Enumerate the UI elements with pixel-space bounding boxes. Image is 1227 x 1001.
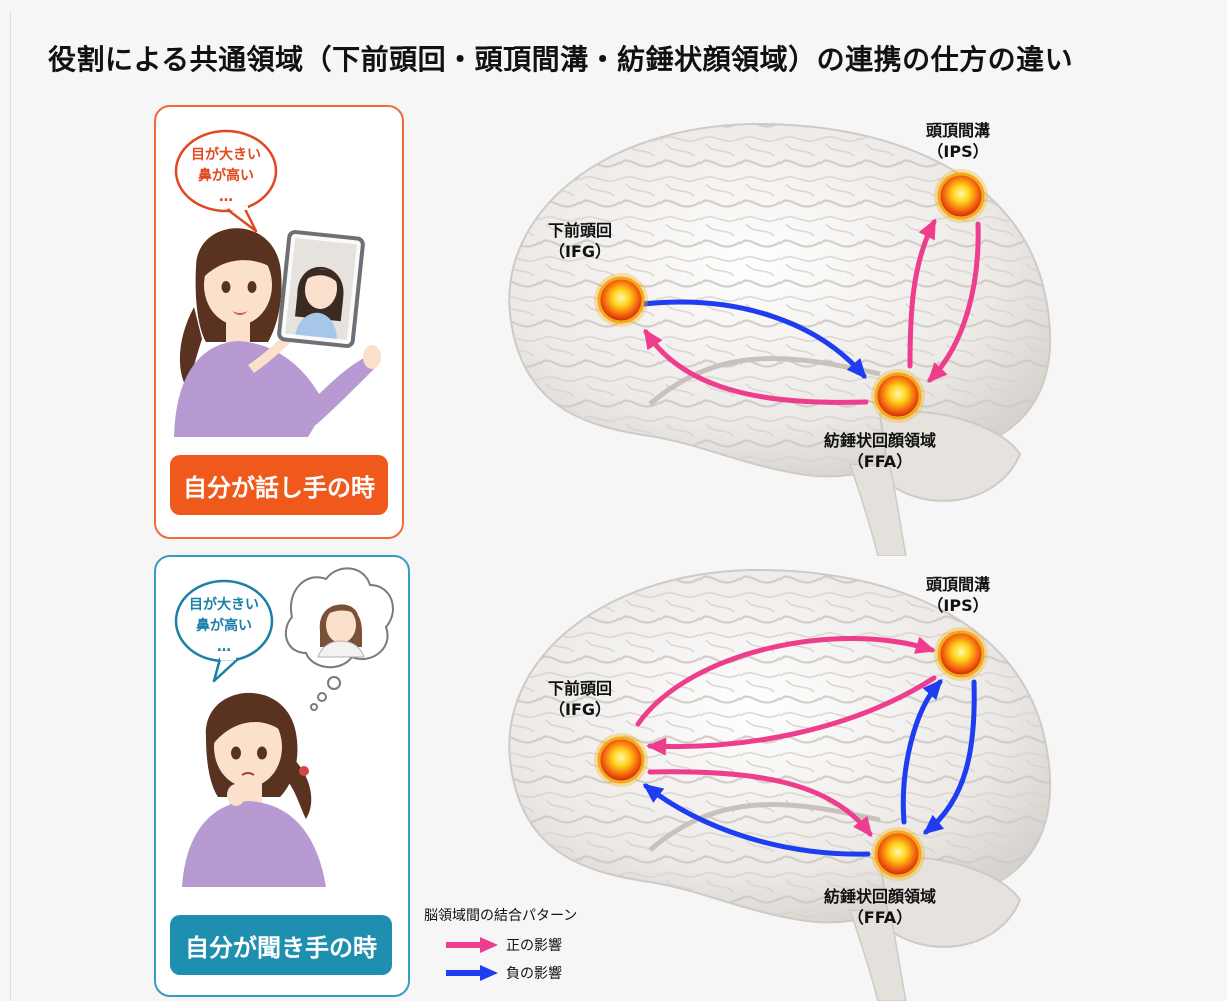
arrowhead-icon	[846, 358, 867, 380]
arrowhead-icon	[914, 636, 936, 654]
speech-bubble-icon	[174, 129, 278, 233]
listener-role-label: 自分が聞き手の時	[170, 915, 392, 975]
listener-bubble-text: 目が大きい 鼻が高い …	[176, 595, 272, 658]
face-photo-icon	[277, 230, 365, 348]
speaker-girl-icon	[174, 228, 381, 437]
legend-negative: 負の影響	[446, 963, 562, 983]
region-name: 紡錘状回顔領域	[823, 431, 936, 450]
page-title: 役割による共通領域（下前頭回・頭頂間溝・紡錘状顔領域）の連携の仕方の違い	[48, 43, 1074, 76]
listener-bubble-line: 鼻が高い	[196, 618, 252, 634]
legend-negative-label: 負の影響	[506, 966, 562, 982]
listener-brain-network: 下前頭回 （IFG） 頭頂間溝 （IPS） 紡錘状回顔領域 （FFA）	[460, 560, 1100, 1001]
speaker-brain-diagram	[508, 122, 1051, 556]
blue-arrow-icon	[446, 965, 498, 981]
region-abbr: （IPS）	[927, 142, 989, 161]
arrowhead-icon	[927, 362, 948, 383]
speaker-bubble-text: 目が大きい 鼻が高い …	[176, 145, 276, 208]
speaker-bubble-line: 目が大きい	[191, 147, 261, 163]
arrowhead-icon	[918, 218, 936, 241]
arrowhead-icon	[922, 678, 943, 700]
pink-arrow-icon	[446, 937, 498, 953]
region-name: 下前頭回	[547, 221, 612, 240]
ffa-label: 紡錘状回顔領域 （FFA）	[800, 886, 960, 928]
speaker-brain-network: 下前頭回 （IFG） 頭頂間溝 （IPS） 紡錘状回顔領域 （FFA）	[460, 104, 1100, 556]
arrowhead-icon	[642, 783, 665, 803]
arrowhead-icon	[853, 815, 873, 838]
listener-brain-diagram	[508, 568, 1051, 1001]
ips-node	[937, 172, 985, 220]
region-name: 頭頂間溝	[925, 121, 990, 140]
arrowhead-icon	[646, 737, 667, 756]
ffa-node	[874, 372, 922, 420]
speaker-bubble-line: …	[219, 189, 233, 205]
ips-label: 頭頂間溝 （IPS）	[908, 120, 1008, 162]
legend-title: 脳領域間の結合パターン	[424, 908, 578, 924]
connection-arrow	[907, 219, 937, 369]
speaker-panel: 目が大きい 鼻が高い … 自分が話し手の時	[154, 105, 404, 539]
arrowhead-icon	[643, 328, 663, 351]
region-abbr: （FFA）	[847, 908, 913, 927]
speaker-role-label: 自分が話し手の時	[170, 455, 388, 515]
ffa-node	[874, 830, 922, 878]
listener-bubble-line: 目が大きい	[189, 597, 259, 613]
ips-label: 頭頂間溝 （IPS）	[908, 574, 1008, 616]
connection-arrow	[647, 675, 937, 749]
region-abbr: （FFA）	[847, 452, 913, 471]
ifg-node	[597, 736, 645, 784]
connection-arrow	[643, 783, 871, 857]
connection-arrow	[923, 679, 977, 835]
listener-bubble-line: …	[217, 639, 231, 655]
region-name: 下前頭回	[547, 679, 612, 698]
connection-arrow	[643, 329, 869, 405]
region-name: 頭頂間溝	[925, 575, 990, 594]
connection-arrow	[641, 299, 867, 379]
brain-icon	[508, 568, 1051, 1001]
listener-girl-icon	[182, 692, 326, 887]
ifg-label: 下前頭回 （IFG）	[530, 220, 630, 262]
connection-arrow	[647, 769, 873, 837]
ifg-label: 下前頭回 （IFG）	[530, 678, 630, 720]
page-divider	[10, 12, 11, 1001]
region-abbr: （IFG）	[548, 700, 612, 719]
arrowhead-icon	[922, 814, 945, 835]
thought-bubble-icon	[284, 567, 394, 711]
listener-panel: 目が大きい 鼻が高い … 自分が聞き手の時	[154, 555, 410, 997]
connection-arrow	[927, 221, 981, 383]
legend-positive: 正の影響	[446, 935, 562, 955]
speech-bubble-icon	[174, 579, 274, 683]
region-abbr: （IFG）	[548, 242, 612, 261]
ifg-node	[597, 276, 645, 324]
speaker-bubble-line: 鼻が高い	[198, 168, 254, 184]
legend-positive-label: 正の影響	[506, 938, 562, 954]
listener-illustration	[174, 567, 394, 887]
ips-node	[937, 630, 985, 678]
region-abbr: （IPS）	[927, 596, 989, 615]
connection-arrow	[635, 635, 935, 727]
ffa-label: 紡錘状回顔領域 （FFA）	[800, 430, 960, 472]
speaker-illustration	[174, 129, 381, 437]
region-name: 紡錘状回顔領域	[823, 887, 936, 906]
